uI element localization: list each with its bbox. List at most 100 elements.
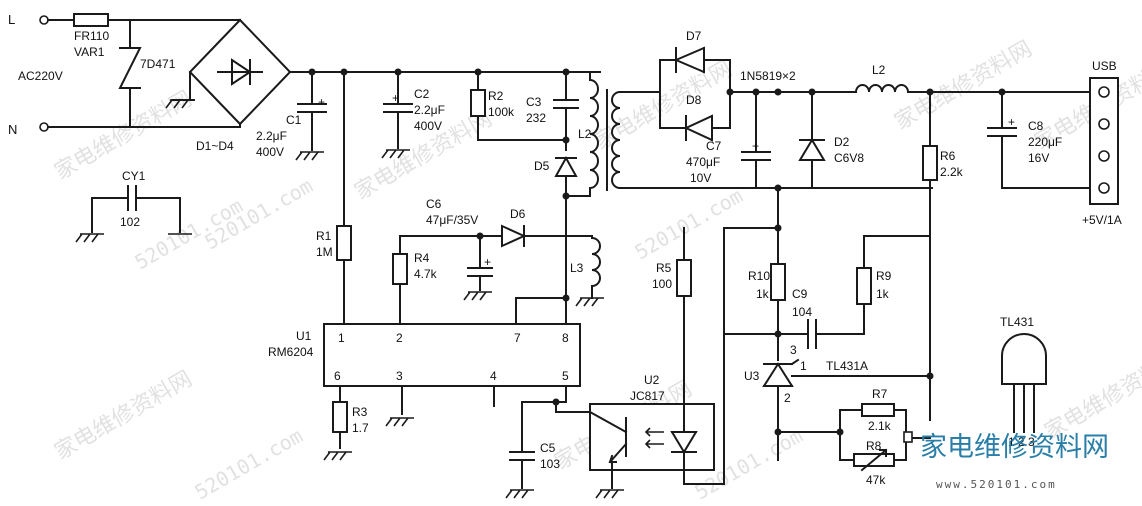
c5-label: C5 bbox=[540, 441, 556, 455]
junction-dot bbox=[926, 372, 934, 380]
resistor-r10 bbox=[770, 263, 786, 301]
usb-label: USB bbox=[1092, 59, 1117, 73]
capacitor-c9 bbox=[807, 319, 817, 349]
junction-dot bbox=[562, 294, 570, 302]
diode-d8 bbox=[683, 114, 713, 142]
junction-dot bbox=[726, 88, 734, 96]
d8-label: D8 bbox=[686, 93, 702, 107]
c3-value: 232 bbox=[526, 111, 546, 125]
to92-leads bbox=[1013, 383, 1035, 433]
c6-polarity: + bbox=[484, 255, 491, 269]
wire bbox=[477, 71, 567, 141]
wire bbox=[777, 409, 931, 461]
resistor-r9 bbox=[856, 267, 872, 305]
resistor-r4 bbox=[392, 253, 408, 285]
r5-value: 100 bbox=[652, 277, 672, 291]
u1-label: U1 bbox=[296, 329, 312, 343]
c9-value: 104 bbox=[792, 305, 812, 319]
c7-voltage: 10V bbox=[690, 171, 711, 185]
d7-label: D7 bbox=[686, 29, 702, 43]
u1-pin: 7 bbox=[514, 331, 521, 345]
cy1-label: CY1 bbox=[122, 169, 146, 183]
wire bbox=[1001, 91, 1097, 189]
r7-label: R7 bbox=[872, 387, 888, 401]
wire bbox=[633, 59, 731, 129]
c1-voltage: 400V bbox=[256, 145, 284, 159]
wire bbox=[515, 297, 567, 325]
bridge-label: D1~D4 bbox=[196, 139, 234, 153]
d2-value: C6V8 bbox=[834, 151, 864, 165]
usb-pin bbox=[1098, 86, 1110, 98]
c2-polarity: + bbox=[392, 91, 399, 105]
primary-winding-label: L2 bbox=[578, 127, 592, 141]
ground-icon bbox=[575, 297, 604, 307]
resistor-r3 bbox=[332, 401, 348, 433]
neutral-terminal bbox=[39, 122, 49, 132]
neutral-terminal-label: N bbox=[8, 122, 17, 137]
tl431-title: TL431 bbox=[1000, 315, 1034, 329]
light-arrows-icon bbox=[644, 427, 664, 449]
ground-icon bbox=[595, 489, 624, 499]
c6-label: C6 bbox=[426, 197, 442, 211]
c8-label: C8 bbox=[1028, 119, 1044, 133]
r2-value: 100k bbox=[488, 105, 515, 119]
ground-icon bbox=[385, 417, 414, 427]
wire bbox=[565, 71, 591, 197]
resistor-r7 bbox=[861, 403, 895, 417]
c1-capacitance: 2.2μF bbox=[256, 129, 287, 143]
l2-label: L2 bbox=[872, 63, 886, 77]
u1-pin: 2 bbox=[396, 331, 403, 345]
live-terminal-label: L bbox=[8, 12, 15, 27]
varistor-symbol bbox=[118, 47, 142, 89]
watermark-text: 520101.com bbox=[631, 183, 747, 264]
r9-label: R9 bbox=[876, 269, 892, 283]
live-terminal bbox=[39, 15, 49, 25]
c1-label: C1 bbox=[286, 113, 302, 127]
u3-pin3: 3 bbox=[790, 343, 797, 357]
c2-capacitance: 2.2μF bbox=[414, 103, 445, 117]
u1-pin: 4 bbox=[490, 369, 497, 383]
cy1-value: 102 bbox=[120, 215, 140, 229]
c5-value: 103 bbox=[540, 457, 560, 471]
ground-icon bbox=[295, 151, 324, 161]
ground-icon bbox=[505, 489, 534, 499]
fuse-var-label: VAR1 bbox=[74, 45, 105, 59]
c7-label: C7 bbox=[706, 139, 722, 153]
usb-pin bbox=[1098, 150, 1110, 162]
fuse-label: FR110 bbox=[74, 29, 109, 43]
junction-dot bbox=[562, 136, 570, 144]
capacitor-cy1 bbox=[127, 185, 137, 211]
resistor-r6 bbox=[922, 145, 938, 181]
r8-label: R8 bbox=[866, 439, 882, 453]
junction-dot bbox=[552, 398, 560, 406]
u1-part: RM6204 bbox=[268, 345, 314, 359]
shunt-regulator-u3 bbox=[762, 358, 800, 387]
brand-text: 家电维修资料网 bbox=[920, 432, 1109, 463]
u1-pin: 1 bbox=[338, 331, 345, 345]
usb-pin bbox=[1098, 118, 1110, 130]
to92-package bbox=[1001, 333, 1047, 385]
junction-dot bbox=[774, 88, 782, 96]
c9-label: C9 bbox=[792, 287, 808, 301]
junction-dot bbox=[774, 224, 782, 232]
resistor-r2 bbox=[470, 89, 486, 117]
terminal-square-icon bbox=[903, 431, 913, 443]
watermark-text: 520101.com bbox=[191, 423, 307, 504]
c1-polarity: + bbox=[318, 95, 325, 109]
c7-polarity: + bbox=[752, 139, 759, 153]
wire bbox=[683, 227, 779, 485]
ground-icon bbox=[75, 233, 104, 243]
diode-pair-label: 1N5819×2 bbox=[740, 69, 796, 83]
u3-part: TL431A bbox=[826, 359, 868, 373]
wire bbox=[777, 375, 931, 433]
brand-url: www.520101.com bbox=[936, 478, 1057, 491]
r10-value: 1k bbox=[756, 287, 770, 301]
u2-label: U2 bbox=[644, 373, 660, 387]
r3-value: 1.7 bbox=[352, 421, 369, 435]
capacitor-c7 bbox=[741, 151, 771, 161]
brand-logo: 家电维修资料网 www.520101.com bbox=[920, 432, 1109, 491]
r1-value: 1M bbox=[316, 245, 333, 259]
bridge-diode-symbol bbox=[217, 58, 263, 86]
wire bbox=[523, 235, 593, 299]
